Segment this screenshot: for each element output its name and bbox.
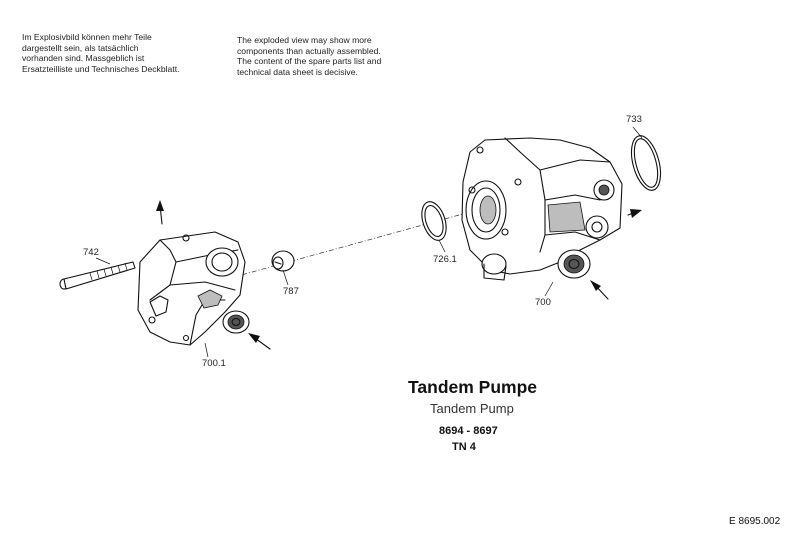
note-english: The exploded view may show more componen… — [237, 35, 382, 77]
tn-number: TN 4 — [452, 441, 476, 453]
leader-lines — [95, 126, 643, 358]
callout-742: 742 — [83, 247, 99, 258]
bolt-742 — [59, 261, 136, 290]
note-german: Im Explosivbild können mehr Teile darges… — [22, 32, 180, 74]
plug-787 — [271, 250, 295, 272]
arrows-700 — [590, 209, 642, 300]
callout-700: 700 — [535, 297, 551, 308]
pump-housing-700 — [461, 137, 623, 281]
arrows-700-1 — [156, 200, 271, 350]
model-range: 8694 - 8697 — [439, 425, 498, 437]
callout-726-1: 726.1 — [433, 254, 457, 265]
callout-733: 733 — [626, 114, 642, 125]
drawing-subtitle: Tandem Pump — [430, 401, 514, 416]
callout-787: 787 — [283, 286, 299, 297]
o-ring-726-1 — [421, 201, 447, 241]
o-ring-733 — [630, 135, 662, 191]
drawing-title: Tandem Pumpe — [408, 377, 538, 397]
pump-housing-700-1 — [137, 231, 250, 346]
document-number: E 8695.002 — [729, 516, 781, 527]
callout-700-1: 700.1 — [202, 358, 226, 369]
